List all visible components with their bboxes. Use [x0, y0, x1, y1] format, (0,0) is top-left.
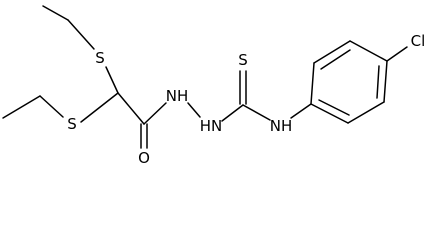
ring-bond-1: [310, 62, 315, 105]
bond-thiocarbonyl-nh: [242, 104, 271, 121]
ring-inner-bond-3: [318, 99, 350, 116]
ring-inner-bond-2: [376, 65, 380, 99]
nh-group-right-label: NH: [270, 117, 293, 135]
bond-s-bottom-ch: [80, 92, 119, 123]
bond-ch2-s-top: [67, 19, 95, 50]
bond-ring-cl: [386, 46, 408, 62]
nh-group-left-label: NH: [166, 87, 189, 105]
ring-bond-5: [347, 101, 385, 124]
thione-sulfur-label: S: [238, 51, 248, 69]
sulfur-atom-bottom-label: S: [67, 115, 77, 133]
bond-carbonyl-nh: [143, 102, 167, 125]
ring-bond-6: [310, 103, 349, 124]
bond-s-top-ch: [105, 66, 119, 94]
bond-ch-carbonyl: [117, 92, 145, 125]
hn-group-middle-label: HN: [200, 117, 223, 135]
chemical-structure: S S NH HN O S NH Cl: [2, 5, 426, 167]
benzene-ring: [310, 40, 388, 124]
bond-ch3-ch2-bottom: [2, 95, 41, 119]
bond-hn-thiocarbonyl: [221, 104, 244, 122]
bond-nh-hn: [187, 102, 201, 118]
ring-bond-3: [349, 40, 388, 62]
bond-ch3-ch2-top: [42, 5, 69, 21]
sulfur-atom-top-label: S: [95, 49, 105, 67]
ring-bond-4: [383, 60, 388, 103]
chlorine-atom-label: Cl: [411, 32, 426, 50]
ethyl-chain-top: [42, 5, 95, 50]
ethyl-chain-bottom: [2, 95, 64, 119]
bond-nh-ring: [290, 103, 312, 119]
ring-inner-bond-1: [320, 49, 351, 70]
ring-bond-2: [313, 40, 351, 64]
oxygen-atom-label: O: [138, 149, 150, 167]
bond-ch2-s-bottom: [39, 95, 64, 118]
